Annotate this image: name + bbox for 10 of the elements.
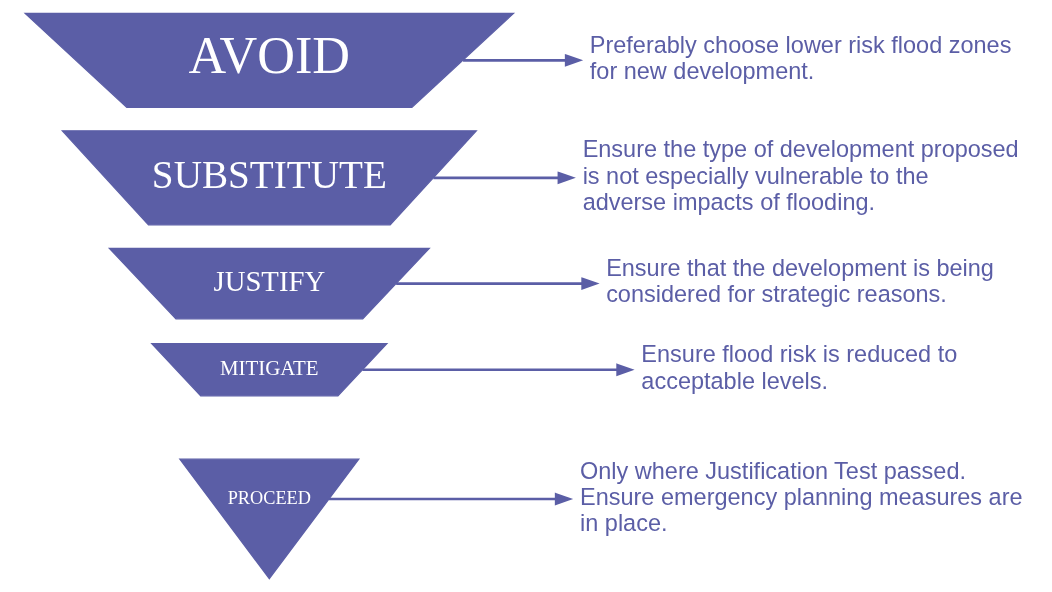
arrow xyxy=(395,277,600,290)
arrow xyxy=(462,53,583,67)
node-text: Only where Justification Test passed. Ensure emergency planning measures are in place. xyxy=(579,457,1023,536)
arrow xyxy=(432,171,576,185)
node-text: Preferably choose lower risk flood zones for new development. xyxy=(589,32,1011,85)
node-text: Ensure the type of development proposed is not especially vulnerable to the adverse impacts of flooding. xyxy=(582,136,1019,215)
node-text: Ensure flood risk is reduced to acceptable levels. xyxy=(640,341,957,394)
arrow xyxy=(361,363,635,377)
node-text: Ensure that the development is being considered for strategic reasons. xyxy=(605,255,994,308)
arrow xyxy=(328,492,573,506)
